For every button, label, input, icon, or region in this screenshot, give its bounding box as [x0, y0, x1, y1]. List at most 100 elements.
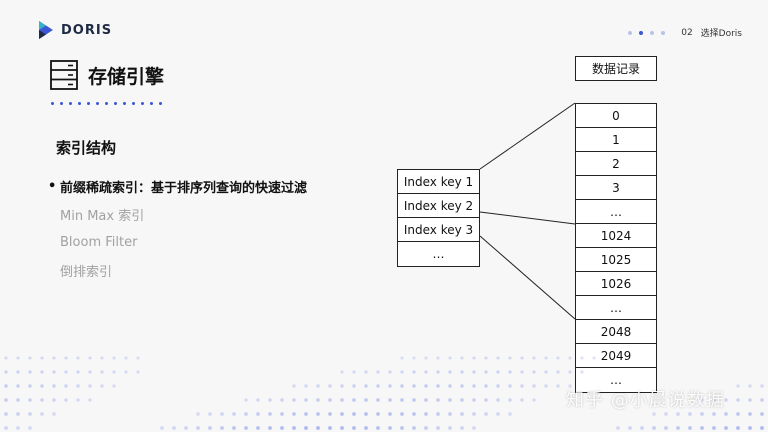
- bg-dot: [400, 412, 404, 416]
- bg-dot: [232, 412, 236, 416]
- bg-dot: [28, 426, 32, 430]
- bullet-text: 前缀稀疏索引：基于排序列查询的快速过滤: [60, 180, 308, 196]
- bg-dot: [316, 384, 320, 388]
- bg-dot: [40, 412, 44, 416]
- bg-dot: [376, 426, 380, 430]
- bg-dot: [136, 370, 140, 374]
- record-row: 0: [576, 104, 656, 128]
- bg-dot: [304, 384, 308, 388]
- bg-dot: [328, 398, 332, 402]
- bg-dot: [652, 426, 656, 430]
- bg-dot: [292, 426, 296, 430]
- bg-dot: [268, 398, 272, 402]
- bg-dot: [508, 412, 512, 416]
- bg-dot: [700, 412, 704, 416]
- bg-dot: [340, 398, 344, 402]
- bg-dot: [40, 384, 44, 388]
- bg-dot: [484, 384, 488, 388]
- page-dot-active[interactable]: [639, 30, 644, 35]
- bg-dot: [196, 412, 200, 416]
- bg-dot: [760, 398, 764, 402]
- bg-dot: [364, 412, 368, 416]
- bg-dot: [508, 384, 512, 388]
- bg-dot: [748, 398, 752, 402]
- bg-dot: [64, 384, 68, 388]
- bg-dot: [388, 412, 392, 416]
- bullet-item-inverted-index: 倒排索引: [48, 256, 307, 284]
- bg-dot: [16, 426, 20, 430]
- bg-dot: [424, 412, 428, 416]
- bg-dot: [412, 384, 416, 388]
- bg-dot: [340, 384, 344, 388]
- title-underline-dots: [51, 102, 162, 105]
- bg-dot: [436, 426, 440, 430]
- bg-dot: [400, 426, 404, 430]
- bg-dot: [664, 426, 668, 430]
- bg-dot: [52, 398, 56, 402]
- bg-dot: [496, 356, 500, 360]
- bg-dot: [16, 398, 20, 402]
- bg-dot: [4, 356, 8, 360]
- bg-dot: [4, 412, 8, 416]
- section-title-text: 存储引擎: [88, 65, 165, 88]
- bg-dot: [28, 398, 32, 402]
- page-dot[interactable]: [661, 30, 666, 35]
- bg-dot: [556, 370, 560, 374]
- bg-dot: [472, 356, 476, 360]
- index-key-row: Index key 3: [398, 218, 479, 242]
- bg-dot: [532, 370, 536, 374]
- section-title: 存储引擎: [50, 60, 164, 90]
- record-row: 1024: [576, 224, 656, 248]
- bg-dot: [4, 398, 8, 402]
- bg-dot: [316, 398, 320, 402]
- bg-dot: [460, 426, 464, 430]
- bg-dot: [16, 412, 20, 416]
- bullet-text: 倒排索引: [60, 264, 113, 280]
- record-row: 1: [576, 128, 656, 152]
- bg-dot: [568, 356, 572, 360]
- bg-dot: [520, 384, 524, 388]
- bg-dot: [100, 356, 104, 360]
- bg-dot: [508, 370, 512, 374]
- bullet-item-prefix-sparse-index: •前缀稀疏索引：基于排序列查询的快速过滤: [48, 178, 308, 196]
- bg-dot: [100, 384, 104, 388]
- slide-pager: 02 选择Doris: [628, 26, 742, 39]
- bg-dot: [544, 384, 548, 388]
- bg-dot: [52, 412, 56, 416]
- bg-dot: [472, 370, 476, 374]
- bg-dot: [520, 370, 524, 374]
- bg-dot: [256, 426, 260, 430]
- doris-logo-icon: [39, 21, 53, 39]
- record-row: 1025: [576, 248, 656, 272]
- bg-dot: [532, 384, 536, 388]
- bg-dot: [256, 398, 260, 402]
- bg-dot: [172, 426, 176, 430]
- bg-dot: [412, 412, 416, 416]
- bg-dot: [64, 370, 68, 374]
- bg-dot: [724, 426, 728, 430]
- page-dot[interactable]: [628, 30, 633, 35]
- bg-dot: [16, 370, 20, 374]
- bg-dot: [64, 398, 68, 402]
- page-dot[interactable]: [650, 30, 655, 35]
- bullet-item-minmax-index: Min Max 索引: [48, 200, 307, 228]
- bg-dot: [316, 426, 320, 430]
- bg-dot: [304, 426, 308, 430]
- bg-dot: [652, 412, 656, 416]
- bg-dot: [736, 426, 740, 430]
- record-row: 2049: [576, 344, 656, 368]
- bg-dot: [4, 384, 8, 388]
- bg-dot: [28, 384, 32, 388]
- bg-dot: [292, 384, 296, 388]
- bg-dot: [508, 398, 512, 402]
- bg-dot: [436, 398, 440, 402]
- bg-dot: [568, 370, 572, 374]
- page-label: 选择Doris: [700, 29, 742, 39]
- bg-dot: [244, 398, 248, 402]
- bg-dot: [448, 426, 452, 430]
- bg-dot: [232, 426, 236, 430]
- bg-dot: [268, 412, 272, 416]
- storage-stack-icon: [50, 60, 78, 90]
- bg-dot: [676, 412, 680, 416]
- bg-dot: [424, 356, 428, 360]
